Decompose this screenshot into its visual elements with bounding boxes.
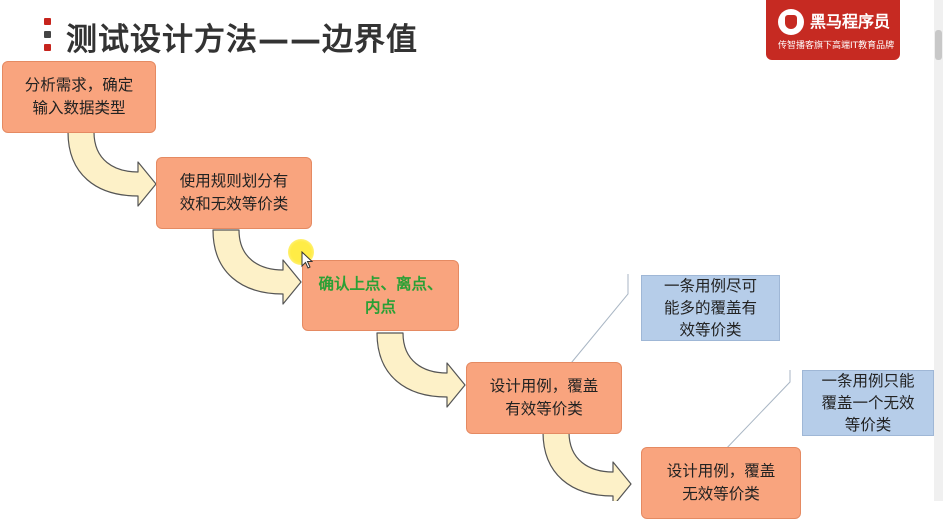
note-valid-classes: 一条用例尽可能多的覆盖有效等价类 [641, 275, 780, 341]
brand-logo: 黑马程序员 传智播客旗下高端IT教育品牌 [766, 0, 900, 60]
curved-arrow-2 [212, 229, 302, 305]
step-analyze-requirements: 分析需求，确定输入数据类型 [2, 61, 156, 133]
note-invalid-classes: 一条用例只能覆盖一个无效等价类 [802, 370, 934, 436]
mouse-pointer-icon [301, 251, 313, 269]
scrollbar-thumb[interactable] [935, 30, 942, 60]
note-connector-1 [566, 274, 629, 369]
curved-arrow-3 [376, 332, 466, 408]
curved-arrow-4 [542, 431, 632, 501]
horse-logo-icon [778, 9, 804, 35]
logo-name: 黑马程序员 [810, 12, 891, 31]
flow-connectors [67, 131, 791, 501]
curved-arrow-1 [67, 131, 157, 207]
step-confirm-points: 确认上点、离点、内点 [302, 260, 459, 331]
title-decoration [44, 18, 52, 52]
step-cover-invalid-classes: 设计用例，覆盖无效等价类 [641, 447, 801, 519]
step-cover-valid-classes: 设计用例，覆盖有效等价类 [466, 362, 622, 434]
note-connector-2 [722, 370, 791, 453]
page-title: 测试设计方法——边界值 [66, 22, 418, 58]
step-partition-classes: 使用规则划分有效和无效等价类 [156, 157, 312, 229]
vertical-scrollbar[interactable] [934, 0, 943, 501]
logo-slogan: 传智播客旗下高端IT教育品牌 [778, 41, 895, 51]
